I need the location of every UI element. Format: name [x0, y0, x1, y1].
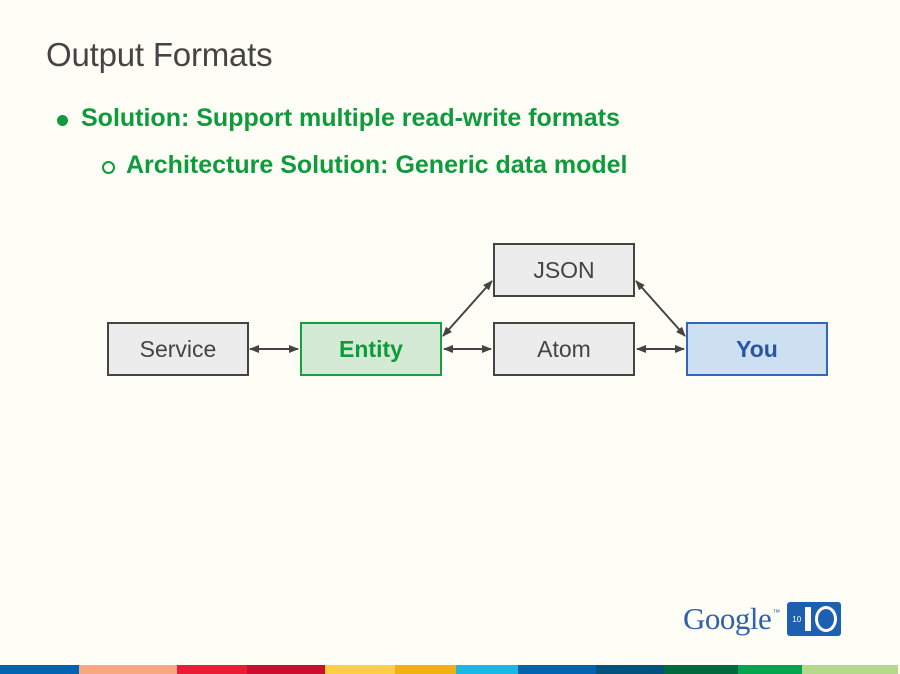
bullet-text: Architecture Solution: Generic data mode…	[126, 151, 628, 179]
strip-segment	[325, 665, 395, 674]
io-i-glyph-icon	[805, 607, 812, 631]
google-wordmark: Google	[683, 601, 772, 636]
filled-bullet-icon	[57, 114, 68, 126]
node-you: You	[686, 322, 828, 376]
strip-segment	[247, 665, 325, 674]
node-entity: Entity	[300, 322, 442, 376]
strip-segment	[596, 665, 664, 674]
node-atom: Atom	[493, 322, 635, 376]
open-bullet-icon	[102, 160, 115, 174]
bullet-text: Solution: Support multiple read-write fo…	[81, 104, 620, 132]
strip-segment	[177, 665, 247, 674]
slide-title: Output Formats	[46, 36, 273, 73]
footer-color-strip	[0, 665, 900, 674]
google-io-logo: Google ™ 10	[683, 601, 842, 637]
strip-segment	[79, 665, 177, 674]
strip-segment	[456, 665, 518, 674]
strip-segment	[738, 665, 802, 674]
arrow-json-you	[635, 280, 686, 337]
node-service: Service	[107, 322, 249, 376]
io-o-glyph-icon	[815, 606, 838, 632]
strip-segment	[0, 665, 79, 674]
bullet-level-2: Architecture Solution: Generic data mode…	[102, 151, 627, 180]
strip-segment	[395, 665, 456, 674]
io-badge-icon: 10	[787, 602, 842, 636]
trademark-mark: ™	[772, 607, 781, 617]
arrow-entity-json	[442, 280, 493, 337]
node-json: JSON	[493, 243, 635, 297]
strip-segment	[802, 665, 898, 674]
strip-segment	[518, 665, 596, 674]
io-year: 10	[792, 614, 802, 624]
bullet-level-1: Solution: Support multiple read-write fo…	[57, 104, 620, 133]
strip-segment	[664, 665, 738, 674]
